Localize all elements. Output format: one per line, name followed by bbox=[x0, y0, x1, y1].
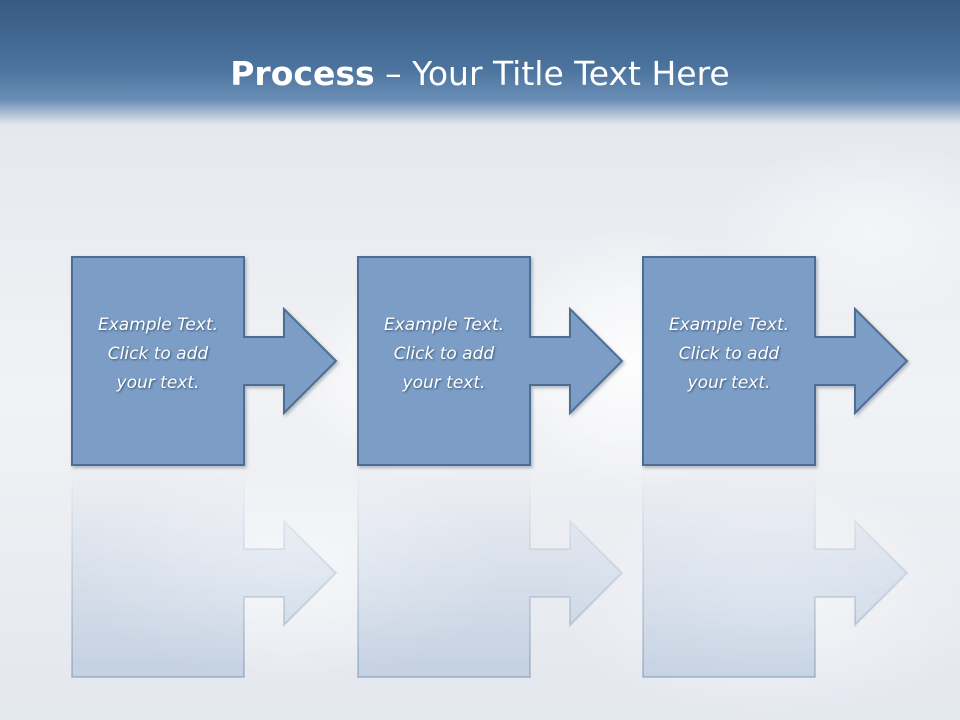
title-bar bbox=[0, 0, 960, 125]
process-step-3-shape bbox=[642, 256, 909, 466]
step-3-text: Example Text. Click to add your text. bbox=[643, 311, 815, 398]
step-1-line-2: Click to add bbox=[107, 344, 209, 364]
step-2-line-2: Click to add bbox=[393, 344, 495, 364]
step-2-line-1: Example Text. bbox=[383, 315, 505, 335]
process-step-3-reflection bbox=[642, 468, 909, 678]
step-3-line-3: your text. bbox=[687, 373, 771, 393]
title-rest-text: – Your Title Text Here bbox=[374, 54, 730, 93]
step-1-text: Example Text. Click to add your text. bbox=[72, 311, 244, 398]
step-1-line-1: Example Text. bbox=[97, 315, 219, 335]
process-step-3[interactable]: Example Text. Click to add your text. bbox=[643, 257, 815, 465]
title-bold-text: Process bbox=[230, 54, 375, 93]
step-2-text: Example Text. Click to add your text. bbox=[358, 311, 530, 398]
process-step-1-shape bbox=[71, 256, 338, 466]
step-1-line-3: your text. bbox=[116, 373, 200, 393]
step-2-line-3: your text. bbox=[402, 373, 486, 393]
slide-title[interactable]: Process – Your Title Text Here bbox=[0, 52, 960, 96]
step-3-line-2: Click to add bbox=[678, 344, 780, 364]
process-step-2[interactable]: Example Text. Click to add your text. bbox=[358, 257, 530, 465]
step-3-line-1: Example Text. bbox=[668, 315, 790, 335]
process-step-1-reflection bbox=[71, 468, 338, 678]
process-step-2-shape bbox=[357, 256, 624, 466]
process-step-2-reflection bbox=[357, 468, 624, 678]
process-step-1[interactable]: Example Text. Click to add your text. bbox=[72, 257, 244, 465]
